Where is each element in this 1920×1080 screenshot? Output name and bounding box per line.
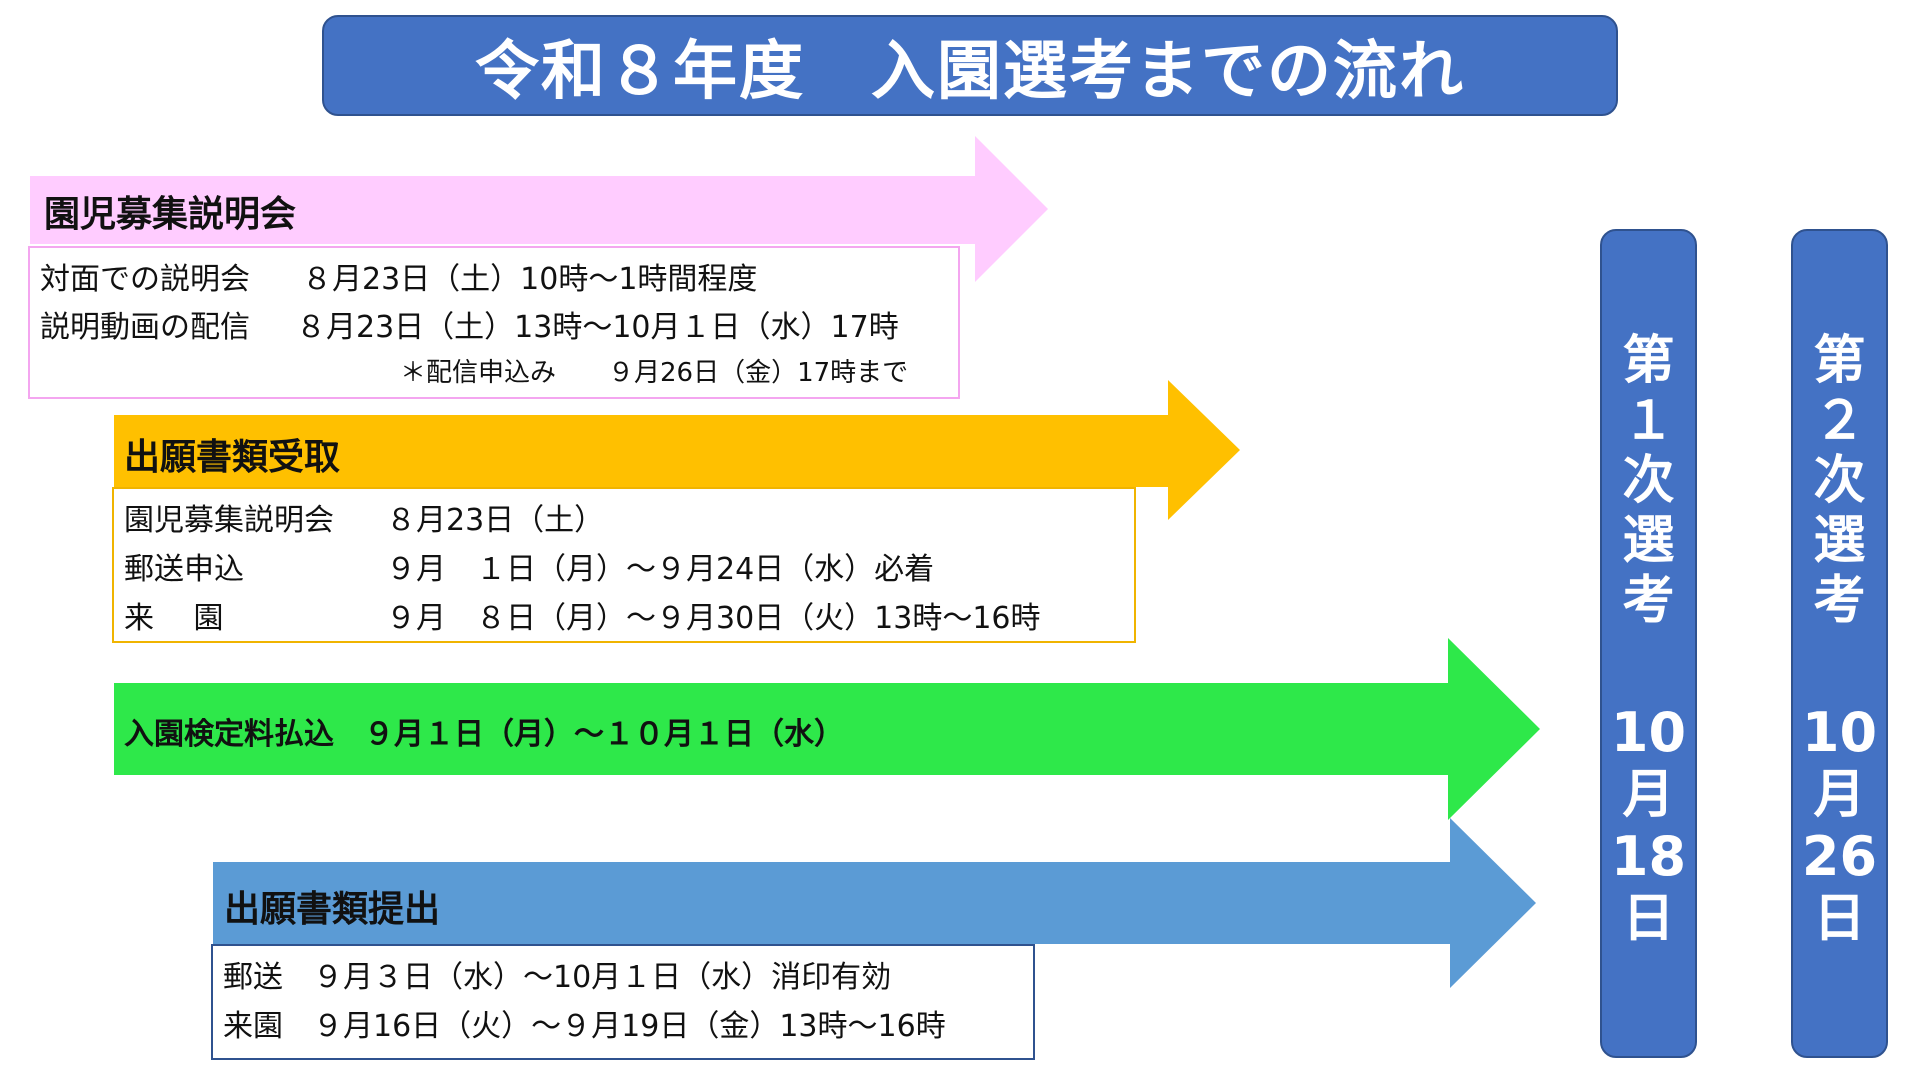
label-char: １ (1622, 391, 1675, 451)
fee-arrow (114, 638, 1540, 820)
documents-pickup-row-label: 郵送申込 (124, 552, 244, 587)
second-selection-label: 第 ２ 次 選 考 (1813, 331, 1865, 631)
date-part: 18 (1610, 825, 1687, 888)
submission-arrow (213, 818, 1536, 988)
briefing-note: ＊配信申込み ９月26日（金）17時まで (400, 358, 909, 388)
label-char: 選 (1813, 511, 1866, 571)
date-part: 10 (1801, 701, 1878, 764)
date-part: 10 (1610, 701, 1687, 764)
submission-row-value: ９月３日（水）～10月１日（水）消印有効 (313, 960, 892, 995)
submission-row-label: 来園 (223, 1009, 283, 1044)
date-part: 月 (1622, 765, 1675, 825)
submission-row-label: 郵送 (223, 960, 283, 995)
briefing-row-value: ８月23日（土）10時～1時間程度 (302, 262, 758, 297)
briefing-row-label: 対面での説明会 (40, 262, 250, 297)
documents-pickup-row-value: ９月 ８日（月）～９月30日（火）13時～16時 (386, 601, 1041, 636)
label-char: 次 (1622, 451, 1675, 511)
submission-title: 出願書類提出 (224, 889, 441, 930)
label-char: 考 (1622, 571, 1675, 631)
first-selection-column: 第 １ 次 選 考 10 月 18 日 (1600, 229, 1697, 1058)
briefing-row-value: ８月23日（土）13時～10月１日（水）17時 (296, 310, 899, 345)
documents-pickup-arrow (114, 380, 1240, 520)
label-char: ２ (1813, 391, 1866, 451)
briefing-arrow (30, 136, 1048, 282)
label-char: 選 (1622, 511, 1675, 571)
label-char: 第 (1622, 331, 1675, 391)
submission-details: 郵送 ９月３日（水）～10月１日（水）消印有効 来園 ９月16日（火）～９月19… (211, 944, 1035, 1060)
date-part: 日 (1813, 889, 1866, 949)
documents-pickup-details: 園児募集説明会 ８月23日（土） 郵送申込 ９月 １日（月）～９月24日（水）必… (112, 487, 1136, 643)
briefing-details: 対面での説明会 ８月23日（土）10時～1時間程度 説明動画の配信 ８月23日（… (28, 246, 960, 399)
second-selection-column: 第 ２ 次 選 考 10 月 26 日 (1791, 229, 1888, 1058)
date-part: 月 (1813, 765, 1866, 825)
title-banner: 令和８年度 入園選考までの流れ (322, 15, 1618, 116)
briefing-title: 園児募集説明会 (44, 194, 297, 235)
first-selection-date: 10 月 18 日 (1611, 701, 1686, 949)
date-part: 26 (1801, 825, 1878, 888)
second-selection-date: 10 月 26 日 (1802, 701, 1877, 949)
briefing-row-label: 説明動画の配信 (40, 310, 250, 345)
label-char: 次 (1813, 451, 1866, 511)
label-char: 考 (1813, 571, 1866, 631)
documents-pickup-row-value: ９月 １日（月）～９月24日（水）必着 (386, 552, 935, 587)
documents-pickup-row-value: ８月23日（土） (386, 503, 605, 538)
date-part: 日 (1622, 889, 1675, 949)
documents-pickup-title: 出願書類受取 (124, 437, 341, 478)
submission-row-value: ９月16日（火）～９月19日（金）13時～16時 (313, 1009, 946, 1044)
label-char: 第 (1813, 331, 1866, 391)
documents-pickup-row-label: 園児募集説明会 (124, 503, 334, 538)
documents-pickup-row-label: 来 園 (124, 601, 224, 636)
page-title: 令和８年度 入園選考までの流れ (475, 34, 1465, 109)
first-selection-label: 第 １ 次 選 考 (1622, 331, 1674, 631)
fee-text: 入園検定料払込 ９月１日（月）～１０月１日（水） (124, 717, 844, 752)
